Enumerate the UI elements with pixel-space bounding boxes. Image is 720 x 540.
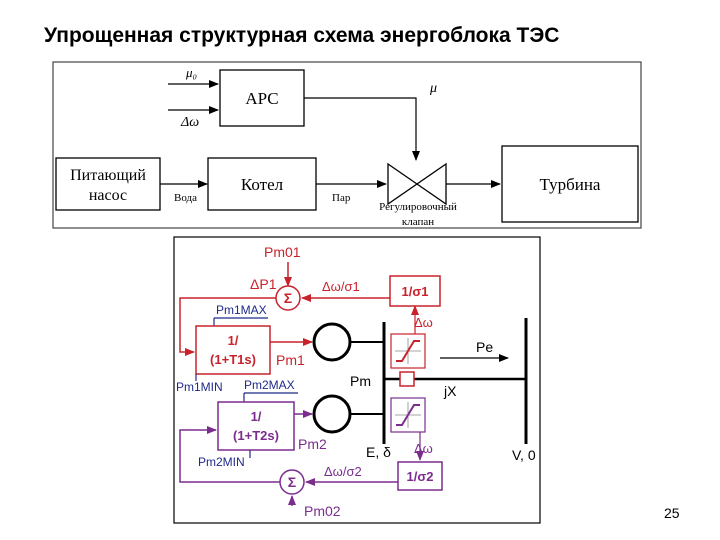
tf1-label-line2: (1+T1s)	[210, 352, 256, 367]
mu-label: μ	[429, 81, 437, 96]
tf1-label-line1: 1/	[228, 333, 239, 348]
turbine-block	[501, 145, 639, 223]
pm1min-label: Pm1MIN	[176, 380, 223, 394]
pump-block	[55, 157, 161, 211]
dw-input-label: Δω	[180, 115, 199, 130]
tf1-block	[195, 325, 271, 375]
tf2-label-line2: (1+T2s)	[233, 428, 279, 443]
tf2-block	[217, 401, 295, 451]
sum-junction-2-label: Σ	[288, 474, 296, 490]
pm1-label: Pm1	[276, 352, 305, 368]
pe-label: Pe	[476, 339, 493, 355]
inv-sigma1-label: 1/σ1	[402, 284, 429, 299]
pump-label-line1: Питающий	[70, 167, 146, 184]
mu0-label: μ₀	[185, 65, 197, 80]
bottom-diagram: Pm01 Σ ΔP1 1/σ1 Δω/σ1 Pm1MAX 1/ (1+T1s) …	[173, 236, 541, 524]
pm01-label: Pm01	[264, 244, 301, 260]
steam-label: Пар	[332, 192, 351, 204]
inv-sigma2-block	[397, 461, 443, 491]
boiler-label: Котел	[241, 175, 284, 194]
turbine-label: Турбина	[540, 175, 601, 194]
dp1-label: ΔP1	[250, 276, 277, 292]
pm-label: Pm	[350, 373, 371, 389]
water-label: Вода	[174, 192, 197, 204]
dw-sigma1-label: Δω/σ1	[322, 279, 360, 294]
sigma2-to-tf2-line	[179, 426, 280, 483]
dw-sigma2-label: Δω/σ2	[324, 464, 362, 479]
tf2-label-line1: 1/	[251, 409, 262, 424]
dw2-label: Δω	[414, 441, 433, 456]
valve-label-line2: клапан	[402, 216, 434, 228]
pm2max-label: Pm2MAX	[244, 378, 295, 392]
sum-junction-1-label: Σ	[284, 290, 292, 306]
page-title: Упрощенная структурная схема энергоблока…	[44, 24, 560, 47]
generator-1	[312, 322, 352, 362]
freq-sensor-2-curve	[396, 404, 420, 426]
freq-sensor-1-curve	[396, 340, 420, 362]
jx-label: jX	[443, 383, 457, 399]
v0-label: V, 0	[512, 447, 536, 463]
aps-output-line	[304, 97, 420, 161]
pump-label-line2: насос	[89, 187, 127, 204]
dw1-label: Δω	[414, 315, 433, 330]
valve-symbol	[387, 162, 447, 206]
inv-sigma2-label: 1/σ2	[407, 469, 434, 484]
page-number: 25	[664, 505, 680, 521]
valve-label-line1: Регулировочный	[379, 201, 457, 213]
pm2-label: Pm2	[298, 436, 327, 452]
pm1max-label: Pm1MAX	[216, 303, 267, 317]
line-reactance-box	[399, 371, 415, 387]
generator-2	[312, 394, 352, 434]
boiler-block	[207, 157, 317, 211]
pm2min-label: Pm2MIN	[198, 455, 245, 469]
sigma1-to-tf1-line	[179, 297, 276, 356]
e-delta-label: E, δ	[366, 444, 391, 460]
aps-label: АРС	[245, 89, 278, 108]
aps-block	[219, 69, 305, 127]
top-diagram: АРС μ₀ Δω μ Питающий насос Вода Котел Па…	[52, 61, 642, 229]
pm02-label: Pm02	[304, 503, 341, 519]
